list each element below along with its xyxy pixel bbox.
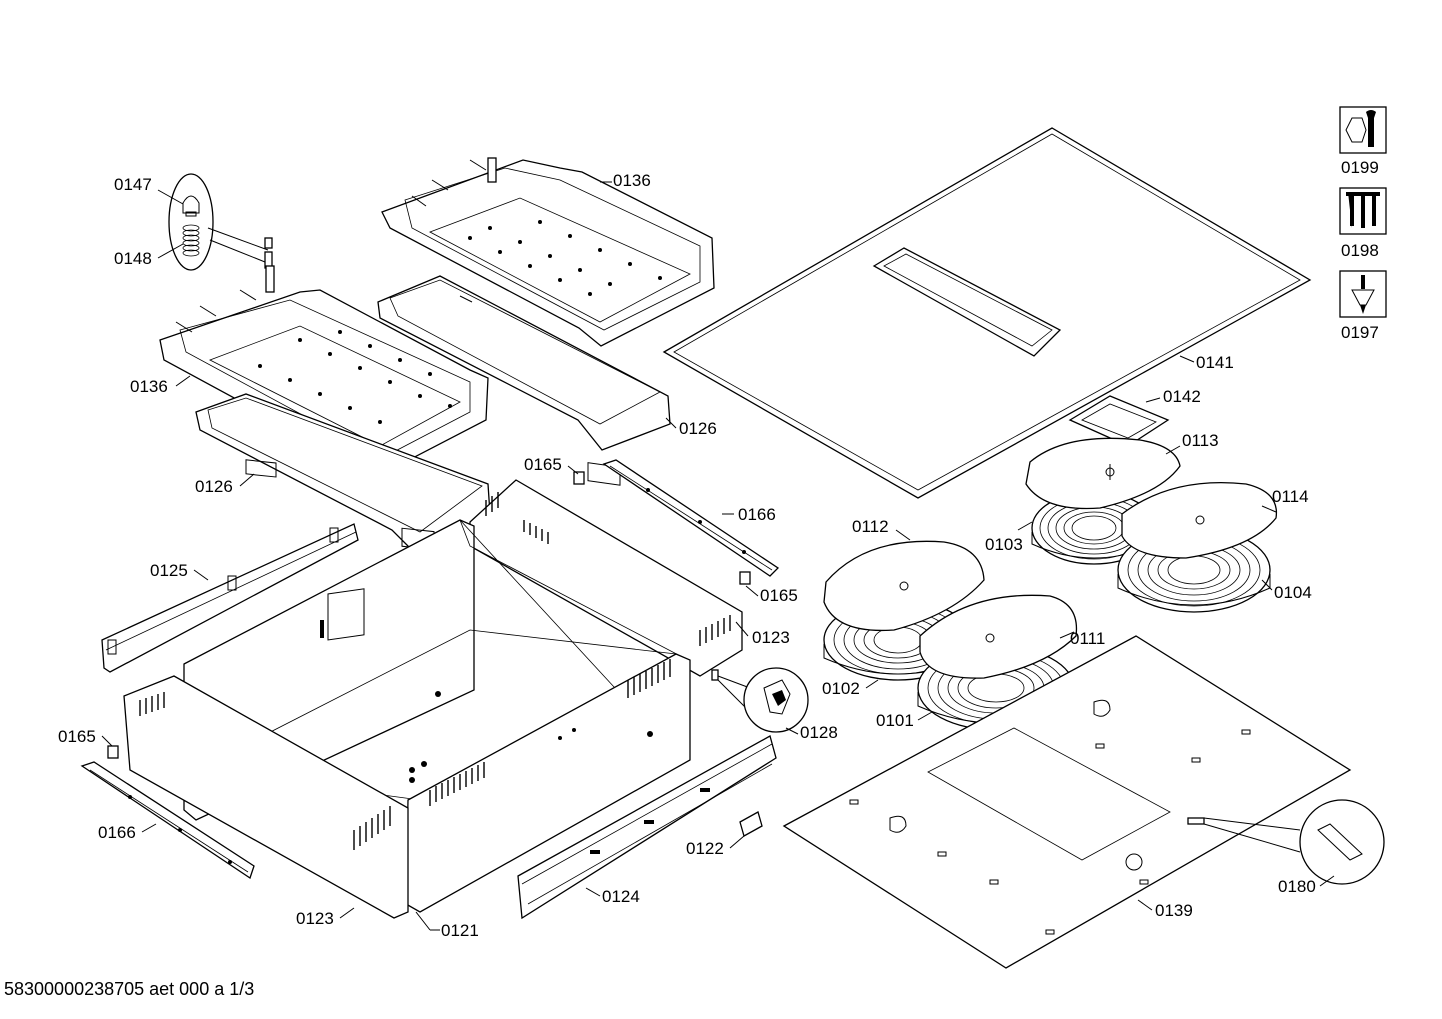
callout-0165-right: 0165 [760,586,798,605]
housing-0121 [123,479,743,919]
callout-0123-right: 0123 [752,628,790,647]
callout-0147: 0147 [114,175,152,194]
callout-0112: 0112 [852,517,889,536]
callout-0123-left: 0123 [296,909,334,928]
front-panel-0124 [517,735,777,920]
clip-0165-top [573,471,585,485]
callout-0165-top: 0165 [524,455,562,474]
callout-0136-upper: 0136 [613,171,651,190]
shield-0112 [823,540,985,632]
legend-code: 0197 [1341,323,1379,342]
callout-0111: 0111 [1070,629,1105,648]
shield-0114 [1121,481,1278,559]
callout-0139: 0139 [1155,901,1193,920]
callout-0141: 0141 [1196,353,1234,372]
legend-item-0199: 0199 [1339,106,1387,177]
vent-grille [139,492,731,850]
callout-0180: 0180 [1278,877,1316,896]
callout-0104: 0104 [1274,583,1312,602]
legend-code: 0199 [1341,158,1379,177]
callout-0166-left: 0166 [98,823,136,842]
holder-upper-0136 [381,157,715,347]
document-footer-id: 58300000238705 aet 000 a 1/3 [4,979,255,999]
legend-code: 0198 [1341,241,1379,260]
screwdriver-icon [1351,275,1375,314]
callout-0165-left: 0165 [58,727,96,746]
shield-0111 [919,594,1078,679]
callout-0101: 0101 [876,711,914,730]
part-0122 [739,811,763,837]
callout-0125: 0125 [150,561,188,580]
callout-0122: 0122 [686,839,724,858]
callout-0136-lower: 0136 [130,377,168,396]
rail-0166-left [80,761,255,880]
base-plate-0139 [782,635,1352,969]
callout-0124: 0124 [602,887,640,906]
side-rail-0125 [101,523,359,673]
clip-0165-right [739,571,751,585]
seal-frame-0142 [1068,395,1170,447]
callout-0142: 0142 [1163,387,1201,406]
callout-0113: 0113 [1182,431,1219,450]
callout-0102: 0102 [822,679,860,698]
callout-0126-lower: 0126 [195,477,233,496]
spring-pin-detail [168,173,273,271]
callout-0166-right: 0166 [738,505,776,524]
rail-0166-right [602,459,780,577]
holder-lower-0136 [159,265,489,477]
callout-0128: 0128 [800,723,838,742]
screws-icon [1346,192,1380,228]
callout-0114: 0114 [1272,487,1309,506]
callout-0148: 0148 [114,249,152,268]
glass-ceramic-top-0141 [662,127,1312,499]
clip-0165-left [107,745,119,759]
legend-item-0198: 0198 [1339,187,1387,260]
bracket-detail-0128 [711,667,809,733]
plate-upper-0126 [377,275,671,486]
callout-0126-upper: 0126 [679,419,717,438]
shield-0113 [1025,437,1181,510]
detail-circle-0180 [1187,799,1385,885]
callout-0103: 0103 [985,535,1023,554]
nut-wrench-icon [1345,110,1376,147]
callout-0121: 0121 [441,921,479,940]
legend-item-0197: 0197 [1339,270,1387,342]
